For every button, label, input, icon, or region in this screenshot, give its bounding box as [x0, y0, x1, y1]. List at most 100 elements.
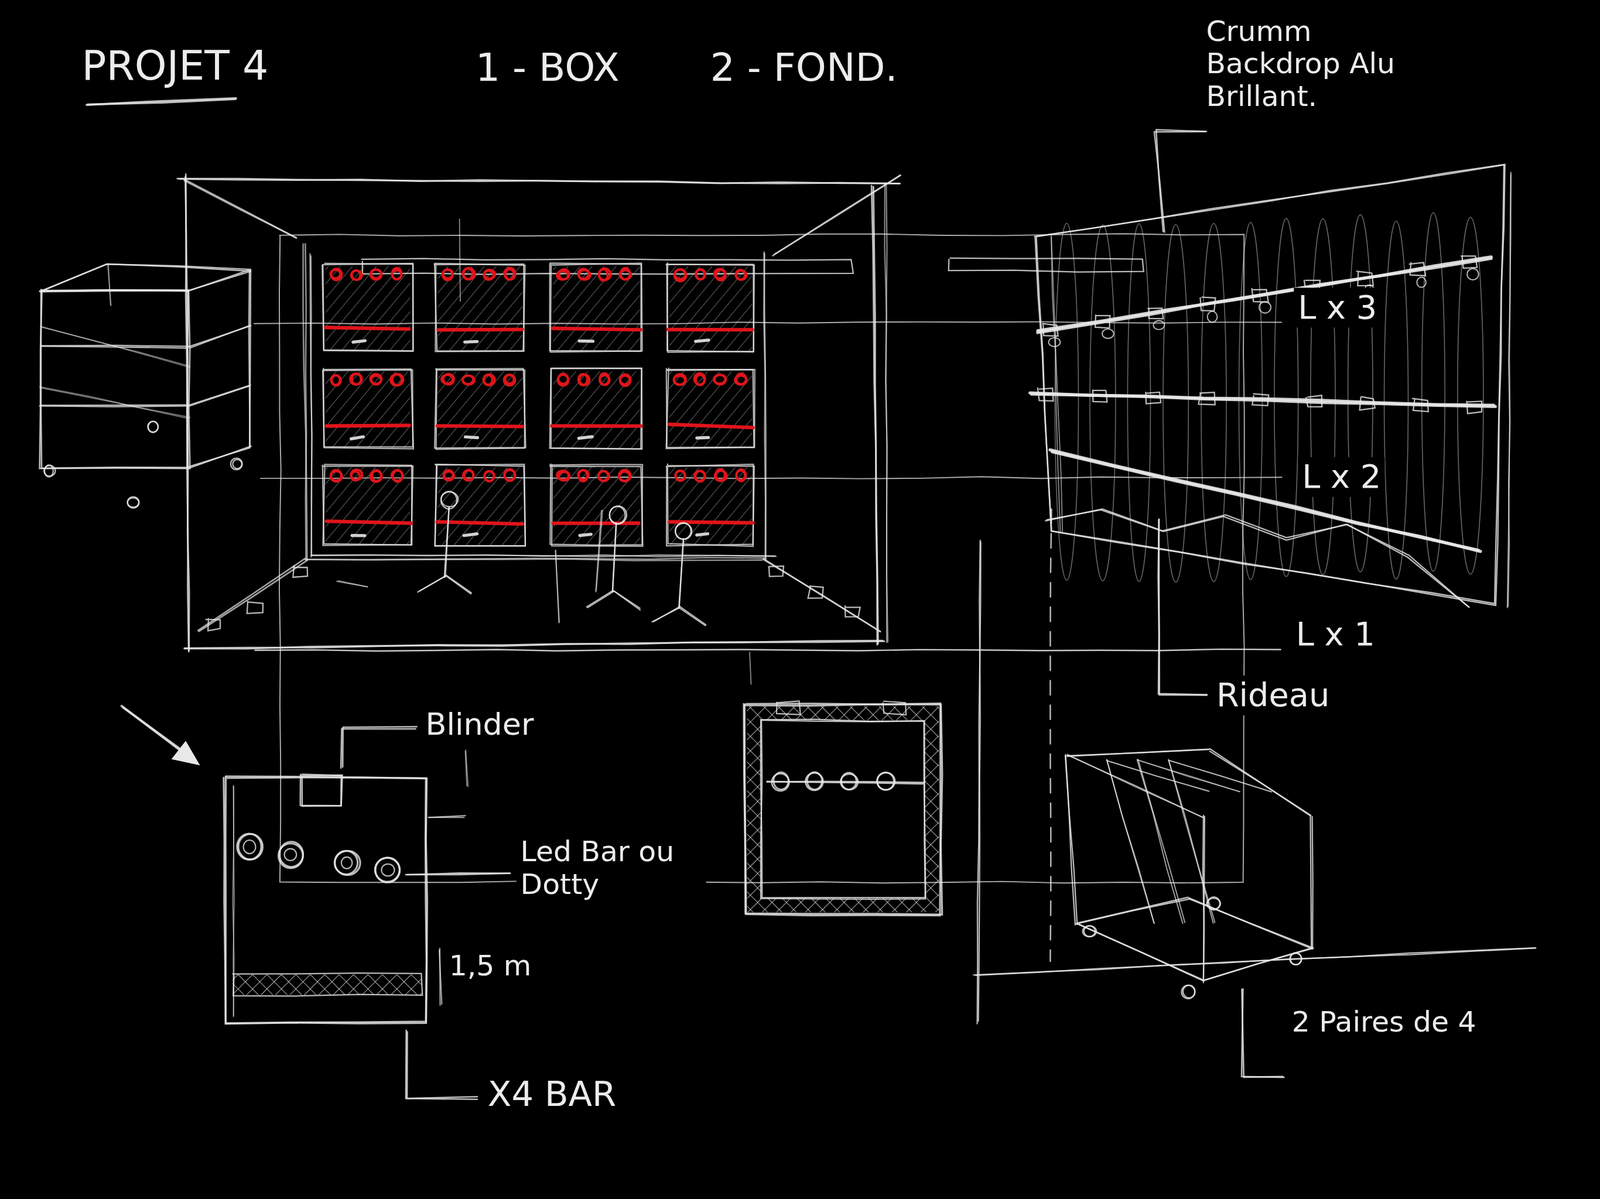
red-light: [558, 374, 569, 386]
cabinet: [434, 368, 526, 449]
sketch-line: [1507, 174, 1511, 608]
sketch-line: [177, 178, 901, 184]
leader-line: [1241, 989, 1284, 1078]
blinder-unit: [223, 776, 427, 1024]
bar-light: [1147, 308, 1164, 319]
sketch-line: [1312, 816, 1314, 950]
red-led-bar: [551, 424, 641, 428]
led-circle: [876, 773, 895, 791]
title: PROJET 4: [77, 40, 273, 91]
cabinet: [435, 464, 526, 546]
red-light: [350, 469, 362, 481]
red-light: [484, 471, 494, 482]
cabinet: [666, 464, 754, 547]
sketch-line: [310, 555, 775, 557]
cabinet: [549, 464, 643, 546]
bar-light: [1259, 301, 1271, 313]
red-light: [599, 268, 611, 281]
white-mark: [696, 534, 709, 536]
guide-line: [255, 649, 1281, 652]
sketch-line: [1065, 754, 1076, 926]
red-light: [330, 269, 341, 279]
sketch-line: [1169, 760, 1272, 792]
red-light: [695, 269, 705, 280]
sketch-line: [306, 559, 762, 562]
sketch-line: [86, 98, 237, 105]
bar-light: [1037, 388, 1054, 402]
cabinet: [667, 262, 755, 352]
sketch-line: [772, 175, 901, 256]
bar-light: [1145, 392, 1161, 405]
sketch-circle: [1181, 985, 1195, 1000]
sketch-line: [1137, 759, 1185, 923]
bar-light: [1198, 392, 1215, 405]
truss-bar: [1037, 257, 1492, 333]
sketch-line: [679, 539, 684, 608]
bar-light: [1102, 329, 1114, 339]
red-light: [391, 470, 403, 481]
sketch-circle: [675, 523, 692, 540]
cart: [39, 289, 191, 469]
white-mark: [696, 436, 709, 440]
red-light: [674, 269, 686, 280]
red-light: [694, 471, 705, 482]
led-circle: [374, 857, 400, 882]
annotation: X4 BAR: [483, 1074, 621, 1117]
sketch-line: [776, 701, 801, 715]
curtain-fold: [1348, 214, 1373, 573]
sketch-line: [1209, 751, 1311, 816]
truss-hatching: [746, 898, 939, 913]
leader-line: [342, 726, 417, 768]
sketch-line: [555, 550, 559, 623]
white-mark: [463, 534, 477, 536]
leader-line: [405, 873, 511, 875]
cabinet-hatching: [552, 371, 640, 449]
cabinet-hatching: [325, 371, 411, 449]
red-light: [370, 269, 382, 280]
cabinet: [434, 464, 525, 546]
white-mark: [351, 534, 365, 538]
red-light: [351, 270, 362, 280]
red-led-bar: [669, 424, 753, 428]
sketch-line: [1209, 749, 1311, 816]
cabinet: [666, 465, 755, 546]
red-light: [736, 469, 747, 482]
truss-hatching: [746, 720, 761, 899]
sketch-line: [189, 325, 251, 349]
sketch-line: [1202, 815, 1205, 984]
cabinet-hatching: [437, 371, 523, 449]
floor-light: [206, 619, 221, 631]
white-mark: [351, 436, 364, 440]
leader-line: [1241, 989, 1283, 1078]
red-light: [441, 374, 453, 384]
sketch-line: [764, 252, 767, 560]
bar-light: [1412, 398, 1429, 412]
cabinet-hatching: [325, 266, 411, 352]
white-mark: [465, 436, 478, 438]
annotation: 2 - FOND.: [706, 45, 902, 92]
leader-line: [405, 1030, 478, 1100]
cabinet-hatching: [552, 266, 640, 352]
red-light: [462, 375, 474, 385]
sketch-line: [651, 608, 679, 622]
light-bar: [948, 258, 1144, 273]
red-led-bar: [437, 425, 523, 427]
sketch-line: [87, 98, 236, 105]
floor-light: [247, 601, 263, 614]
red-light: [598, 471, 610, 482]
sketch-line: [1310, 816, 1312, 950]
red-light: [620, 374, 631, 386]
red-light: [599, 269, 608, 281]
white-mark: [579, 534, 591, 536]
sketch-line: [1051, 237, 1063, 532]
cabinet-hatching: [437, 266, 523, 352]
red-light: [736, 270, 747, 280]
cabinet: [436, 370, 525, 450]
sketch-line: [40, 387, 188, 419]
red-light: [390, 374, 402, 386]
sketch-circle: [1082, 925, 1097, 938]
sketch-circle: [243, 840, 256, 854]
white-mark: [353, 340, 366, 343]
sketch-line: [1050, 509, 1052, 962]
